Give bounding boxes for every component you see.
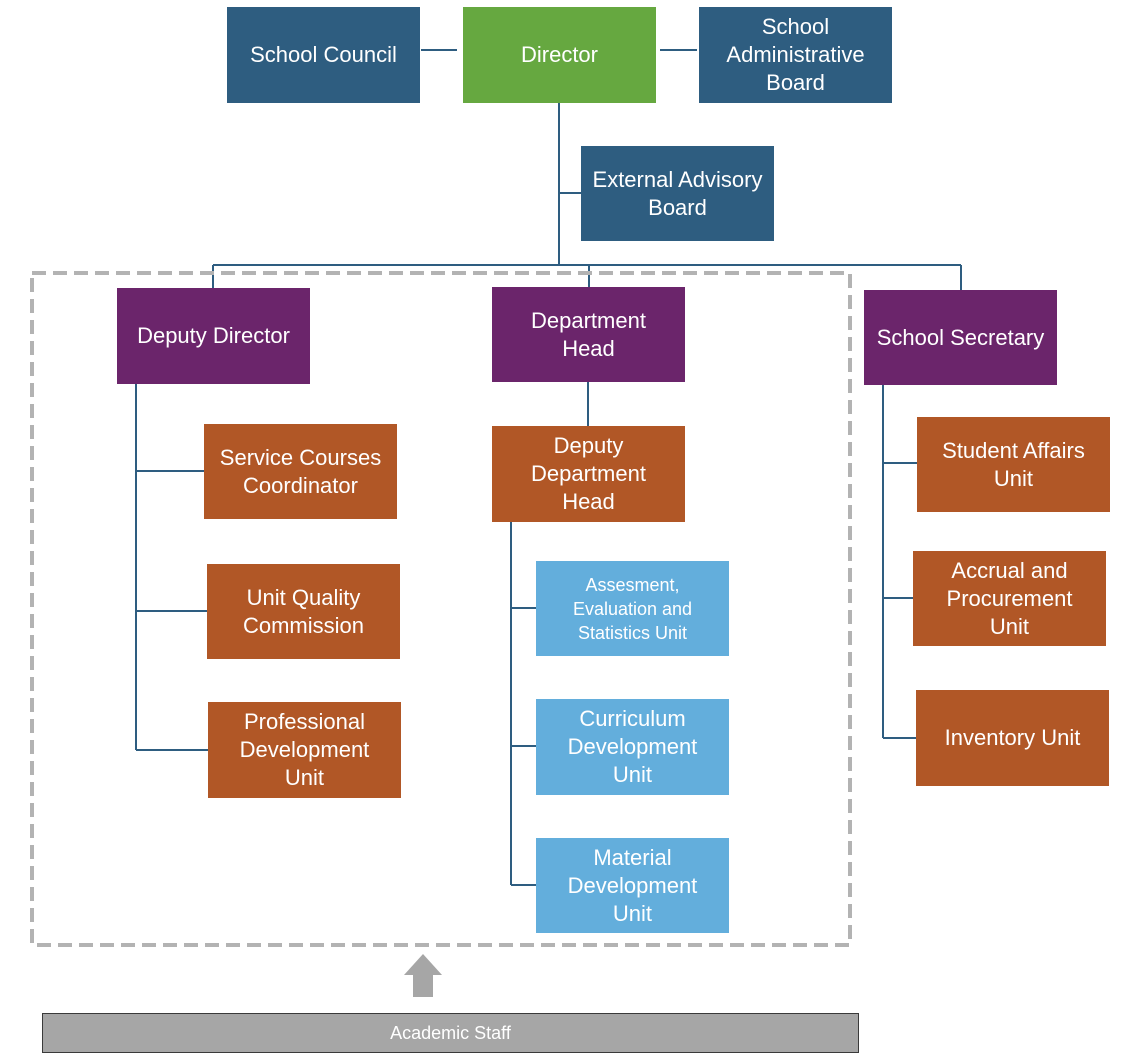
academic-region-border <box>30 271 852 947</box>
professional-development-unit-box: Professional Development Unit <box>208 702 401 798</box>
service-courses-coordinator-box: Service Courses Coordinator <box>204 424 397 519</box>
academic-staff-bar: Academic Staff <box>42 1013 859 1053</box>
external-advisory-board-box: External Advisory Board <box>581 146 774 241</box>
school-council-box: School Council <box>227 7 420 103</box>
curriculum-development-unit-box: Curriculum Development Unit <box>536 699 729 795</box>
unit-quality-commission-box: Unit Quality Commission <box>207 564 400 659</box>
assessment-evaluation-statistics-unit-box: Assesment, Evaluation and Statistics Uni… <box>536 561 729 656</box>
up-arrow-icon <box>404 954 442 997</box>
accrual-procurement-unit-box: Accrual and Procurement Unit <box>913 551 1106 646</box>
material-development-unit-box: Material Development Unit <box>536 838 729 933</box>
student-affairs-unit-box: Student Affairs Unit <box>917 417 1110 512</box>
school-administrative-board-box: School Administrative Board <box>699 7 892 103</box>
director-box: Director <box>463 7 656 103</box>
inventory-unit-box: Inventory Unit <box>916 690 1109 786</box>
school-secretary-box: School Secretary <box>864 290 1057 385</box>
deputy-director-box: Deputy Director <box>117 288 310 384</box>
department-head-box: Department Head <box>492 287 685 382</box>
deputy-department-head-box: Deputy Department Head <box>492 426 685 522</box>
